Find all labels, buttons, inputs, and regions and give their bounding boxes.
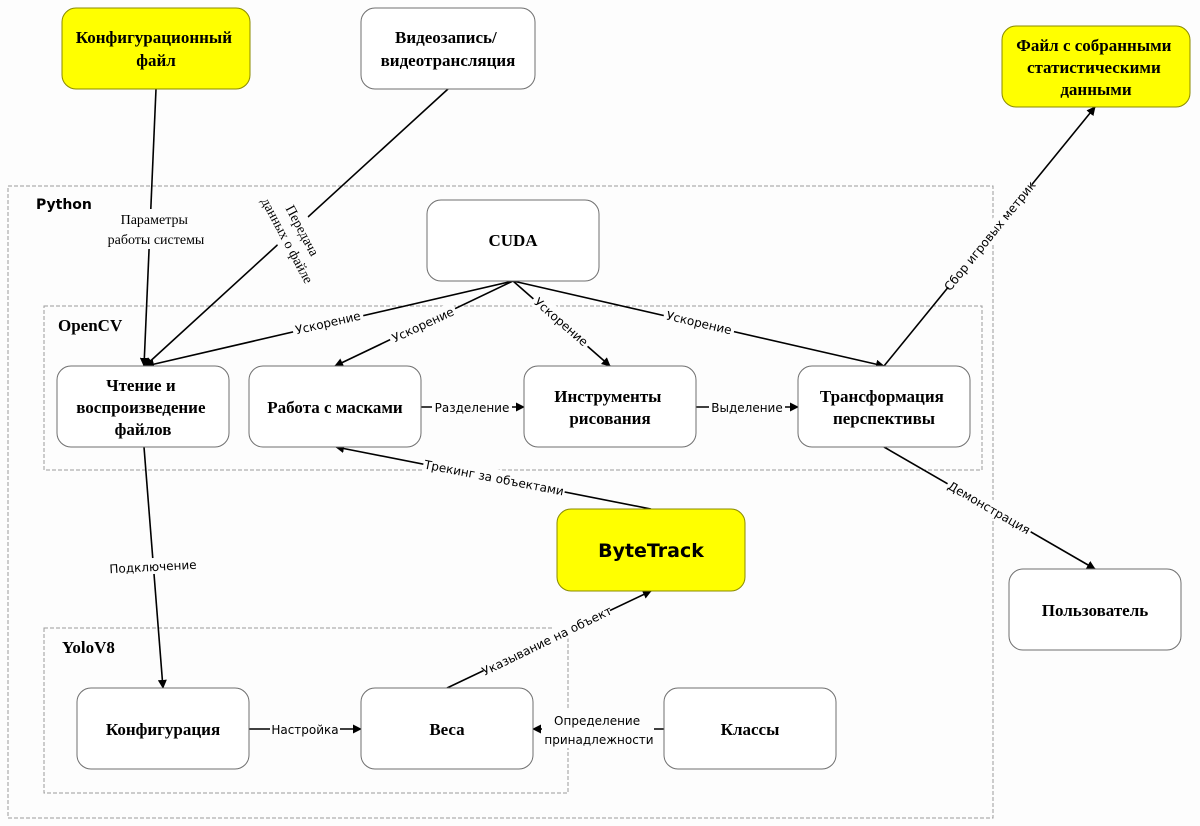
yolo-container-label: YoloV8 xyxy=(62,638,115,657)
edge-label-selection: Выделение xyxy=(711,401,782,415)
edge-label-metrics: Сбор игровых метрик xyxy=(941,178,1038,293)
node-drawing[interactable]: Инструменты рисования xyxy=(523,365,697,448)
node-video[interactable]: Видеозапись/ видеотрансляция xyxy=(360,7,536,90)
node-classes[interactable]: Классы xyxy=(663,687,837,770)
edge-label-pointing: Указывание на объект xyxy=(480,603,615,678)
node-stats-file[interactable]: Файл с собранными статистическими данным… xyxy=(1001,25,1191,108)
node-weights[interactable]: Веса xyxy=(360,687,534,770)
node-masks[interactable]: Работа с масками xyxy=(248,365,422,448)
node-configuration[interactable]: Конфигурация xyxy=(76,687,250,770)
edge-label-params: Параметры работы системы xyxy=(108,213,205,248)
svg-text:Инструменты рисования: Инструменты рисования xyxy=(554,387,665,428)
svg-text:ByteTrack: ByteTrack xyxy=(598,540,704,562)
svg-text:Веса: Веса xyxy=(429,720,465,739)
python-container: Python xyxy=(7,185,994,819)
svg-text:Конфигурационный файл: Конфигурационный файл xyxy=(76,28,237,70)
edge-label-tuning: Настройка xyxy=(271,723,338,737)
svg-text:Пользователь: Пользователь xyxy=(1042,601,1149,620)
opencv-container: OpenCV xyxy=(43,305,983,471)
edge-label-accel-transform: Ускорение xyxy=(665,309,733,338)
node-config-file[interactable]: Конфигурационный файл xyxy=(61,7,251,90)
opencv-container-label: OpenCV xyxy=(58,316,123,335)
svg-text:Файл с собранными статис: Файл с собранными статистическими данным… xyxy=(1016,36,1175,99)
python-container-label: Python xyxy=(36,197,92,213)
edge-label-connection: Подключение xyxy=(109,558,197,577)
svg-text:CUDA: CUDA xyxy=(488,231,538,250)
svg-text:Трансформация перспектив: Трансформация перспективы xyxy=(820,387,948,428)
svg-text:Работа с масками: Работа с масками xyxy=(267,398,403,417)
node-reading[interactable]: Чтение и воспроизведение файлов xyxy=(56,365,230,448)
svg-text:Видеозапись/ видеотрансл: Видеозапись/ видеотрансляция xyxy=(381,28,516,70)
node-cuda[interactable]: CUDA xyxy=(426,199,600,282)
edge-label-demo: Демонстрация xyxy=(945,479,1032,537)
edge-label-tracking: Трекинг за объектами xyxy=(422,457,565,498)
node-user[interactable]: Пользователь xyxy=(1008,568,1182,651)
edge-label-separation: Разделение xyxy=(435,401,510,415)
node-bytetrack[interactable]: ByteTrack xyxy=(556,508,746,592)
edge-label-accel-drawing: Ускорение xyxy=(531,295,590,349)
edge-label-accel-reading: Ускорение xyxy=(294,309,362,338)
svg-text:Конфигурация: Конфигурация xyxy=(106,720,220,739)
node-transform[interactable]: Трансформация перспективы xyxy=(797,365,971,448)
svg-text:Чтение и воспроизведение: Чтение и воспроизведение файлов xyxy=(76,376,210,439)
edge-label-accel-masks: Ускорение xyxy=(390,305,456,346)
svg-text:Классы: Классы xyxy=(721,720,780,739)
edge-label-membership: Определение принадлежности xyxy=(544,714,653,747)
